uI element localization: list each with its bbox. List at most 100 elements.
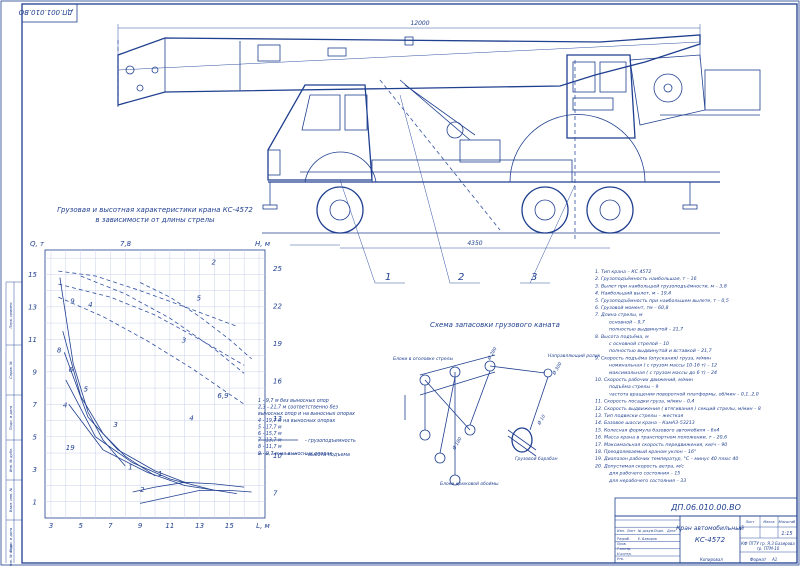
y-left-tick-label: 11 (28, 336, 37, 344)
operator-cabin (566, 54, 636, 139)
x-tick-label: 3 (49, 522, 53, 530)
spec-line: 3. Вылет при наибольшей грузоподъёмности… (595, 283, 727, 289)
curve-label: 3 (113, 421, 117, 429)
side-binding-label: Подп. и дата (9, 528, 13, 552)
spec-line: 19. Диапазон рабочих температур, °С – ми… (595, 456, 738, 462)
x-axis-label: L, м (256, 522, 270, 530)
legend-entry: выносных опор и на выносных опорах (258, 412, 355, 417)
load-capacity-curve (140, 490, 252, 504)
stamp-role-label: Н.контр. (617, 552, 632, 556)
side-binding-label: Инв. № дубл. (9, 448, 13, 473)
lift-height-curve (58, 296, 245, 405)
format-value: А1 (771, 557, 777, 562)
legend-entry: 2,3 - 21,7 м соответственно без (258, 405, 338, 411)
spec-line: 1. Тип крана – КС 4572 (595, 269, 651, 275)
y-left-axis-label: Q, т (30, 240, 45, 248)
legend-entry: - грузоподъемность (305, 439, 356, 444)
callouts: 1 2 3 (339, 94, 576, 284)
stamp-role-label: Утв. (617, 557, 624, 561)
spec-line: 13. Тип подвески стрелы – жесткая (595, 413, 683, 419)
spec-line: 8. Высота подъёма, м (595, 334, 649, 340)
sheet-frame (21, 3, 798, 564)
lift-height-curve (139, 282, 252, 360)
load-capacity-curve (63, 352, 185, 483)
spec-line: 10. Скорость рабочих движений, м/мин (595, 377, 693, 383)
rope-label-dia-180: Ø 180 (450, 436, 463, 452)
side-binding-label: Подп. и дата (9, 406, 13, 430)
sheet-label: Лист (745, 520, 756, 524)
y-right-tick-label: 22 (273, 303, 282, 311)
curve-label: 5 (197, 294, 202, 302)
spec-line: 7. Длина стрелы, м (595, 312, 643, 318)
load-capacity-curve (62, 331, 156, 477)
stamp-role-label: Пров. (617, 542, 627, 546)
y-left-tick-label: 1 (33, 498, 37, 506)
boom-pivot (653, 73, 683, 103)
y-left-tick-label: 9 (33, 368, 38, 376)
curve-label: 5 (84, 385, 89, 393)
wheels (304, 114, 646, 234)
curve-label: 4 (63, 402, 67, 410)
spec-line: 20. Допустимая скорость ветра, м/с (595, 463, 684, 469)
load-capacity-curve (132, 481, 245, 493)
spec-line: для нерабочего состояния – 33 (608, 478, 686, 484)
spec-line: максимальная ( с грузом массы до 6 т) – … (609, 370, 717, 376)
stamp-header-cell: № докум. (637, 529, 654, 533)
org-line1: КФ ПГТУ гр. Я.3 Базирова (741, 541, 795, 546)
callout-1: 1 (385, 272, 391, 283)
winch-drum (511, 427, 533, 453)
chart-title-line1: Грузовая и высотная характеристики крана… (57, 206, 253, 214)
y-right-tick-label: 25 (273, 265, 282, 273)
stamp-header-cell: Подп. (654, 529, 664, 533)
spec-line: 18. Преодолеваемый краном уклон – 16° (595, 449, 696, 455)
chart-top-mark: 7,8 (120, 240, 132, 248)
rope-label-dia-10: Ø 10 (535, 413, 547, 427)
x-tick-label: 11 (165, 522, 174, 530)
format-label: Формат (750, 557, 767, 562)
rope-label-guide-roller: Направляющий ролик (548, 353, 601, 359)
org-line2: гр. ПТМ-10 (757, 546, 780, 551)
spec-line: с основной стрелой – 10 (609, 341, 669, 347)
scale-label: Масштаб (779, 520, 796, 524)
crane-drawing: 12000 (117, 20, 761, 284)
title-block: ДП.06.010.00.ВО Кран автомобильный КС-45… (614, 497, 798, 564)
load-capacity-curve (68, 404, 237, 494)
top-stamp: ДП.001.010.ВО (18, 3, 78, 23)
y-left-tick-label: 7 (33, 401, 38, 409)
legend-entry: 5 - 17,7 м (258, 424, 282, 430)
curve-label: 19 (66, 444, 75, 452)
y-right-axis-label: Н, м (255, 240, 271, 248)
boom-outline (117, 34, 701, 106)
rope-label-head-blocks: Блоки в оголовке стрелы (393, 356, 454, 362)
rope-label-hook-blocks: Блоки крюковой обоймы (440, 481, 499, 487)
spec-line: 2. Грузоподъёмность наибольшая, т – 16 (595, 276, 697, 282)
spec-line: 9. Скорость подъёма (опускания) груза, м… (595, 355, 711, 361)
stamp-header-cell: Лист (626, 529, 635, 533)
title-line2: КС-4572 (695, 536, 726, 544)
spec-line: полностью выдвинутой – 21,7 (609, 327, 683, 333)
x-tick-label: 5 (78, 522, 83, 530)
x-tick-label: 9 (138, 522, 143, 530)
curve-label: 6 (69, 366, 74, 374)
scale-value: 1:15 (781, 531, 792, 537)
spec-line: для рабочего состояния – 15 (608, 471, 680, 477)
legend-entry: - высота подъема (305, 453, 350, 458)
spec-line: 17. Максимальная скорость передвижения, … (595, 442, 727, 448)
rope-scheme-title: Схема запасовки грузового каната (430, 321, 560, 329)
spec-line: 14. Базовое шасси крана – КамАЗ-53213 (595, 420, 695, 426)
side-binding-label: Взам. инв. № (9, 488, 13, 513)
load-capacity-curve (59, 277, 126, 467)
rope-label-dia-300: Ø 300 (550, 361, 563, 377)
overall-dimension-value: 12000 (410, 20, 429, 27)
y-right-tick-label: 13 (273, 415, 282, 423)
rear-wheel-1 (521, 186, 569, 234)
mass-label: Масса (763, 520, 774, 524)
stamp-author: Е. Базыров (638, 537, 657, 541)
y-right-tick-label: 16 (273, 377, 282, 385)
y-left-tick-label: 13 (28, 303, 37, 311)
spec-line: частота вращения поворотной платформы, о… (609, 391, 759, 397)
